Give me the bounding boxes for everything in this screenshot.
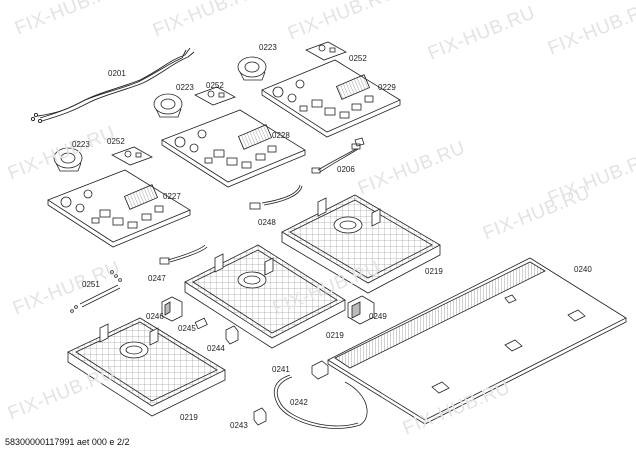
part-label: 0251 [82,280,100,289]
part-label: 0240 [574,265,592,274]
connector-0246 [161,296,183,322]
part-label: 0228 [272,131,290,140]
part-label: 0219 [180,413,198,422]
part-label: 0247 [148,274,166,283]
part-label: 0229 [378,83,396,92]
coil-0223-top [237,56,267,81]
part-label: 0223 [176,83,194,92]
part-label: 0223 [259,43,277,52]
ribbon-0206 [311,143,361,174]
part-label: 0252 [206,81,224,90]
component-0244 [225,325,239,345]
cable-0242 [273,374,368,429]
coil-0223-left [53,147,83,172]
cable-0247 [159,244,208,265]
rod-0251 [70,270,122,313]
coil-0223-mid [153,93,183,118]
board-0252-left [111,146,153,166]
plug-0243 [253,407,267,426]
cable-0248 [249,184,303,210]
part-label: 0219 [326,331,344,340]
sensor-0241 [311,360,329,380]
frame-0219-middle [184,244,346,349]
part-label: 0227 [163,192,181,201]
board-0252-top [305,41,347,61]
power-board-0229 [261,59,401,147]
part-label: 0249 [369,312,387,321]
part-label: 0201 [108,69,126,78]
document-id-footer: 58300000117991 aet 000 e 2/2 [5,437,130,447]
cable-0201 [30,47,195,124]
power-board-0228 [161,109,306,188]
part-label: 0246 [146,312,164,321]
frame-0219-lower [67,317,226,417]
part-label: 0252 [107,137,125,146]
board-0252-mid [194,86,236,106]
part-label: 0242 [290,398,308,407]
connector-0249 [347,295,375,325]
part-label: 0223 [72,140,90,149]
part-label: 0245 [178,324,196,333]
part-label: 0219 [425,267,443,276]
part-label: 0244 [207,344,225,353]
component-0245 [194,317,208,330]
glass-top-0240 [327,257,627,425]
part-label: 0241 [272,365,290,374]
part-label: 0252 [349,54,367,63]
part-label: 0206 [337,165,355,174]
frame-0219-upper [281,194,441,294]
part-label: 0243 [230,421,248,430]
power-board-0227 [47,169,191,248]
part-label: 0248 [258,218,276,227]
